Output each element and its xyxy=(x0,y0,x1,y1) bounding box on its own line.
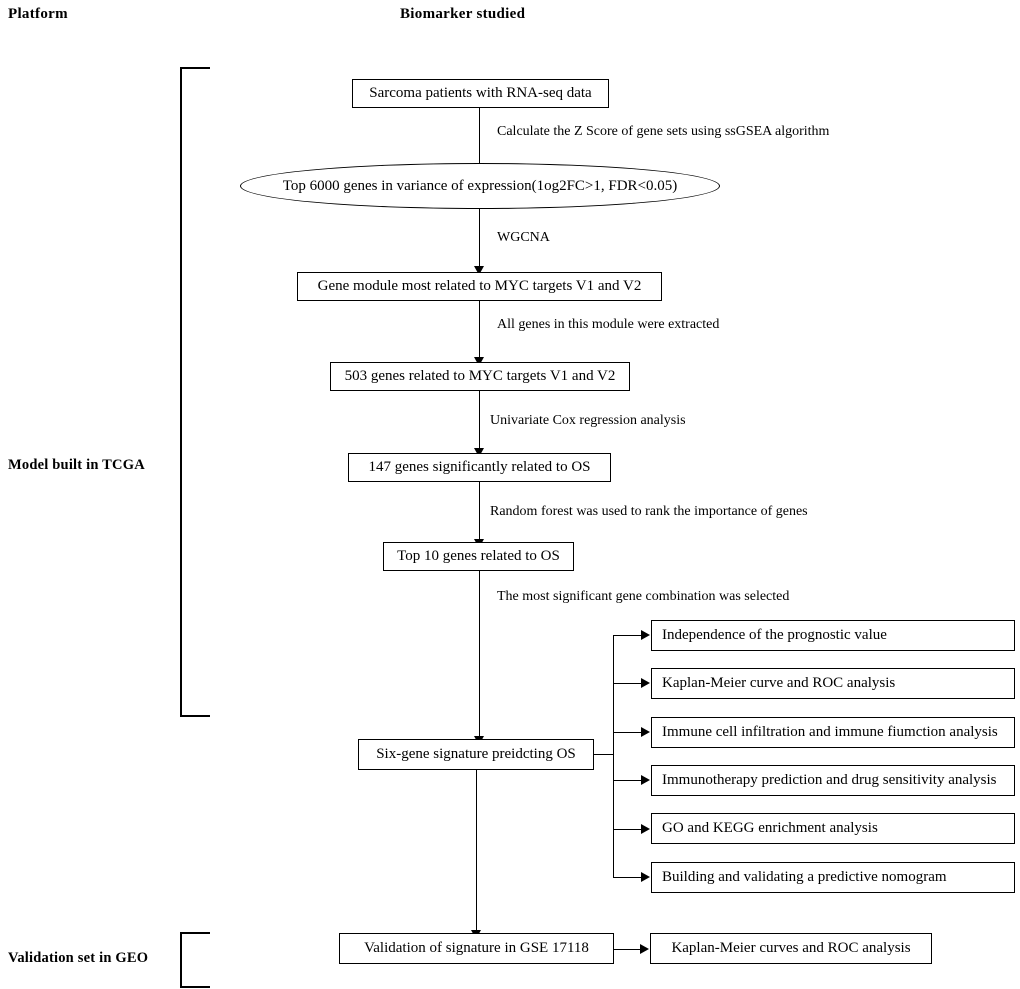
edge-label-4: Univariate Cox regression analysis xyxy=(490,413,686,428)
edge-label-1: Calculate the Z Score of gene sets using… xyxy=(497,124,830,139)
node-analysis-independence[interactable]: Independence of the prognostic value xyxy=(651,620,1015,651)
column-header-biomarker: Biomarker studied xyxy=(400,6,526,22)
edge-line-6 xyxy=(479,571,480,736)
node-validation-gse17118[interactable]: Validation of signature in GSE 17118 xyxy=(339,933,614,964)
edge-arrow-2 xyxy=(474,266,484,275)
node-six-gene-signature[interactable]: Six-gene signature preidcting OS xyxy=(358,739,594,770)
edge-line-8 xyxy=(614,949,640,950)
branch-arrow-5 xyxy=(641,824,650,834)
edge-line-1 xyxy=(479,108,480,163)
branch-bus xyxy=(613,635,614,877)
node-analysis-immune-infiltration[interactable]: Immune cell infiltration and immune fium… xyxy=(651,717,1015,748)
branch-line-4 xyxy=(613,780,641,781)
branch-arrow-2 xyxy=(641,678,650,688)
branch-line-3 xyxy=(613,732,641,733)
branch-line-5 xyxy=(613,829,641,830)
edge-label-6: The most significant gene combination wa… xyxy=(497,589,790,604)
branch-line-1 xyxy=(613,635,641,636)
edge-arrow-3 xyxy=(474,357,484,366)
bracket-geo xyxy=(180,932,210,988)
node-top-6000-genes[interactable]: Top 6000 genes in variance of expression… xyxy=(240,163,720,209)
branch-line-2 xyxy=(613,683,641,684)
node-147-genes[interactable]: 147 genes significantly related to OS xyxy=(348,453,611,482)
edge-label-5: Random forest was used to rank the impor… xyxy=(490,504,808,519)
branch-arrow-3 xyxy=(641,727,650,737)
node-analysis-km-roc[interactable]: Kaplan-Meier curve and ROC analysis xyxy=(651,668,1015,699)
node-analysis-immunotherapy[interactable]: Immunotherapy prediction and drug sensit… xyxy=(651,765,1015,796)
side-label-tcga: Model built in TCGA xyxy=(8,457,145,473)
edge-line-2 xyxy=(479,209,480,266)
edge-line-4 xyxy=(479,391,480,448)
node-km-roc-validation[interactable]: Kaplan-Meier curves and ROC analysis xyxy=(650,933,932,964)
branch-arrow-6 xyxy=(641,872,650,882)
edge-arrow-4 xyxy=(474,448,484,457)
bracket-tcga xyxy=(180,67,210,717)
node-sarcoma-patients[interactable]: Sarcoma patients with RNA-seq data xyxy=(352,79,609,108)
node-top-10-genes[interactable]: Top 10 genes related to OS xyxy=(383,542,574,571)
node-analysis-nomogram[interactable]: Building and validating a predictive nom… xyxy=(651,862,1015,893)
edge-line-3 xyxy=(479,301,480,357)
column-header-platform: Platform xyxy=(8,6,68,22)
side-label-geo: Validation set in GEO xyxy=(8,950,149,966)
node-503-genes[interactable]: 503 genes related to MYC targets V1 and … xyxy=(330,362,630,391)
node-gene-module[interactable]: Gene module most related to MYC targets … xyxy=(297,272,662,301)
branch-stub xyxy=(594,754,613,755)
edge-line-5 xyxy=(479,482,480,539)
edge-label-3: All genes in this module were extracted xyxy=(497,317,720,332)
branch-arrow-1 xyxy=(641,630,650,640)
branch-line-6 xyxy=(613,877,641,878)
edge-label-2: WGCNA xyxy=(497,230,550,245)
node-analysis-go-kegg[interactable]: GO and KEGG enrichment analysis xyxy=(651,813,1015,844)
edge-arrow-8 xyxy=(640,944,649,954)
branch-arrow-4 xyxy=(641,775,650,785)
edge-line-7 xyxy=(476,770,477,930)
